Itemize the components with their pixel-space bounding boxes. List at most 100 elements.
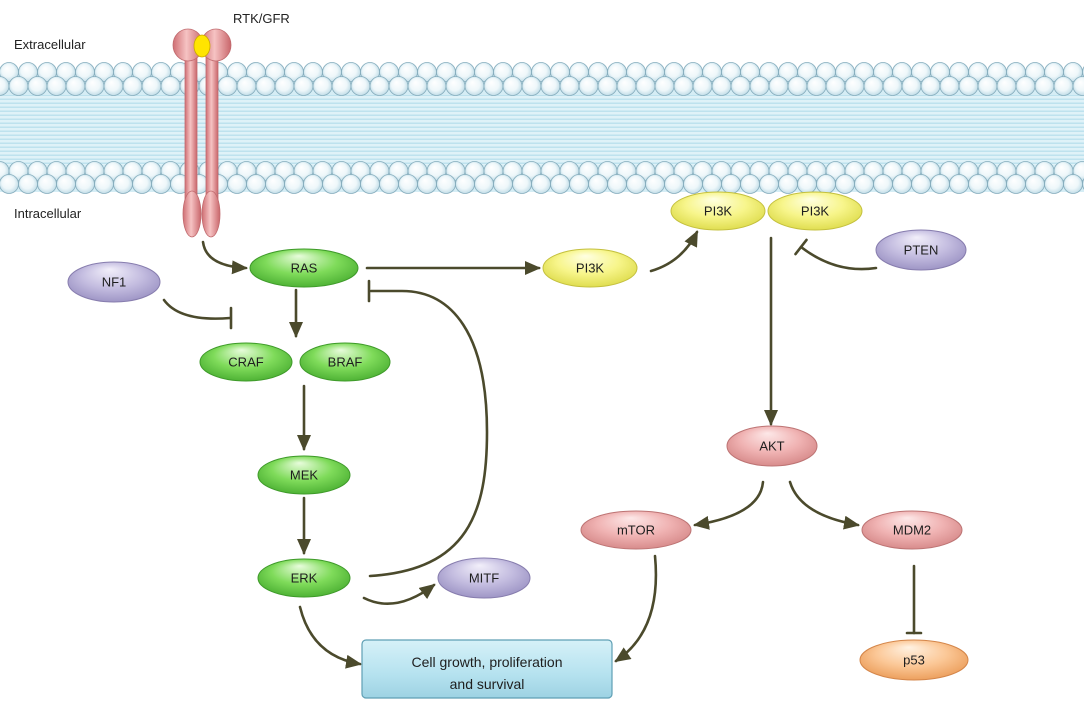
nf1-node-shape: [67, 261, 161, 303]
lipid-head: [426, 76, 447, 96]
craf-node: CRAF: [199, 342, 293, 382]
lipid-head: [236, 76, 257, 96]
ras-node: RAS: [249, 248, 359, 288]
lipid-head: [0, 174, 19, 194]
lipid-head: [141, 76, 162, 96]
mek-node-shape: [257, 455, 351, 495]
outcome-box: Cell growth, proliferation and survival: [361, 639, 613, 699]
lipid-head: [645, 174, 665, 194]
receptor-left-foot: [182, 190, 202, 238]
mtor-node-shape: [580, 510, 692, 550]
intracellular-label: Intracellular: [14, 206, 82, 221]
lipid-head: [160, 76, 181, 96]
pi3k-complex-right-shape: [767, 191, 863, 231]
lipid-head: [379, 174, 399, 194]
outcome-line-1: Cell growth, proliferation: [412, 654, 563, 670]
lipid-head: [284, 174, 304, 194]
lipid-head: [702, 174, 722, 194]
arrow-erk-to-mitf: [362, 583, 436, 605]
lipid-head: [616, 76, 637, 96]
mitf-node: MITF: [437, 557, 531, 599]
lipid-head: [103, 76, 124, 96]
lipid-head: [664, 174, 684, 194]
lipid-head: [246, 174, 266, 194]
outcome-box-shape: [361, 639, 613, 699]
lipid-head: [455, 174, 475, 194]
lipid-head: [911, 174, 931, 194]
lipid-head: [65, 76, 86, 96]
lipid-head: [94, 174, 114, 194]
arrow-akt-to-mdm2: [788, 480, 860, 530]
pten-node-shape: [875, 229, 967, 271]
lipid-head: [113, 174, 133, 194]
lipid-head: [521, 76, 542, 96]
lipid-head: [227, 174, 247, 194]
pi3k-label: PI3K: [576, 261, 605, 276]
inhibition-bar-pten: [794, 238, 808, 256]
lipid-head: [388, 76, 409, 96]
lipid-head: [1053, 76, 1074, 96]
lipid-head: [797, 174, 817, 194]
lipid-head: [806, 76, 827, 96]
mtor-node: mTOR: [580, 510, 692, 550]
lipid-head: [949, 174, 969, 194]
lipid-head: [436, 174, 456, 194]
lipid-head: [84, 76, 105, 96]
lipid-head: [550, 174, 570, 194]
lipid-head: [740, 174, 760, 194]
lipid-head: [75, 174, 95, 194]
p53-node-shape: [859, 639, 969, 681]
lipid-head: [8, 76, 29, 96]
lipid-head: [1063, 174, 1083, 194]
lipid-head: [369, 76, 390, 96]
lipid-head: [578, 76, 599, 96]
mek-node: MEK: [257, 455, 351, 495]
receptor-left-rod: [184, 51, 198, 213]
braf-label: BRAF: [328, 355, 363, 370]
lipid-head: [331, 76, 352, 96]
inhibition-pten-to-pi3k: [799, 245, 878, 271]
mitf-label: MITF: [469, 571, 499, 586]
lipid-head: [844, 76, 865, 96]
lipid-head: [531, 174, 551, 194]
lipid-head: [901, 76, 922, 96]
receptor-right-rod: [205, 51, 219, 213]
lipid-tails: [0, 95, 1084, 165]
braf-node-shape: [299, 342, 391, 382]
nf1-node: NF1: [67, 261, 161, 303]
lipid-head: [863, 76, 884, 96]
p53-label: p53: [903, 653, 925, 668]
lipid-head: [768, 76, 789, 96]
lipid-head: [1025, 174, 1045, 194]
ras-label: RAS: [291, 261, 318, 276]
lipid-head: [1034, 76, 1055, 96]
lipid-head: [692, 76, 713, 96]
akt-node: AKT: [726, 425, 818, 467]
lipid-bilayer: [0, 62, 1084, 194]
lipid-head: [721, 174, 741, 194]
lipid-head: [1072, 76, 1084, 96]
lipid-head: [293, 76, 314, 96]
pi3k-complex-right-label: PI3K: [801, 204, 830, 219]
lipid-head: [474, 174, 494, 194]
akt-label: AKT: [759, 439, 784, 454]
outcome-line-2: and survival: [450, 676, 525, 692]
lipid-head: [502, 76, 523, 96]
erk-label: ERK: [291, 571, 318, 586]
craf-label: CRAF: [228, 355, 263, 370]
lipid-head: [407, 76, 428, 96]
lipid-head: [398, 174, 418, 194]
erk-node: ERK: [257, 558, 351, 598]
lipid-head: [683, 174, 703, 194]
p53-node: p53: [859, 639, 969, 681]
lipid-head: [930, 174, 950, 194]
pathway-connectors: [162, 230, 923, 669]
lipid-heads: [0, 62, 1084, 194]
lipid-head: [835, 174, 855, 194]
arrow-akt-to-mtor: [693, 480, 765, 530]
mdm2-node: MDM2: [861, 510, 963, 550]
lipid-head: [673, 76, 694, 96]
lipid-head: [445, 76, 466, 96]
arrow-mtor-to-outcome: [614, 554, 658, 663]
lipid-head: [37, 174, 57, 194]
